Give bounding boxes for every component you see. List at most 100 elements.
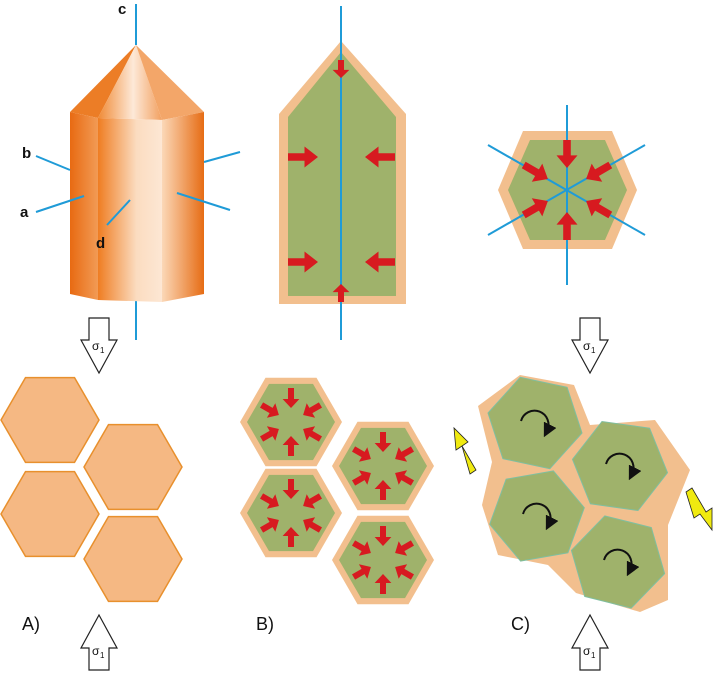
grain-b-2-arrow-6: [352, 446, 371, 462]
basal-arrows: [521, 140, 613, 240]
grain-b-4-arrow-3: [395, 564, 414, 580]
grain-c-3: [489, 470, 585, 562]
grain-b-4-arrow-6: [352, 540, 371, 556]
pyramid-face-front: [98, 45, 162, 120]
grain-c-2: [571, 420, 669, 512]
basal-arrow-5: [521, 198, 548, 219]
d-axis-label: d: [96, 235, 105, 252]
grain-b-1-arrow-4: [282, 436, 300, 456]
basal-arrow-4: [556, 212, 578, 240]
grain-b-1-arrow-2: [303, 402, 322, 418]
sigma-label: σ: [92, 339, 100, 353]
axis-line-right-lower: [176, 192, 231, 211]
grain-b-1-arrow-1: [282, 388, 300, 408]
hexagonal-crystal: c b a d: [20, 1, 241, 340]
sigma-arrow-shape: [79, 613, 119, 671]
sigma-subscript: 1: [100, 651, 105, 660]
grain-b-1-core: [247, 383, 335, 461]
sigma-label: σ: [583, 644, 591, 658]
section-arrow-right-lower: [365, 251, 395, 273]
sigma-label: σ: [92, 644, 100, 658]
panel-c-grains: [453, 375, 713, 612]
pyramid-face-right: [136, 45, 204, 120]
crystal-section-longitudinal: [279, 6, 406, 340]
grain-b-3-arrow-3: [303, 517, 322, 533]
section-arrow-top: [332, 60, 350, 78]
grain-b-3-arrow-1: [282, 479, 300, 499]
grain-b-4-core: [339, 521, 427, 599]
panel-a-grains: [0, 376, 183, 603]
section-arrow-bottom: [332, 284, 350, 302]
grain-a-top-left: [0, 376, 100, 464]
sigma-subscript: 1: [591, 346, 596, 355]
b-axis-label: b: [22, 145, 31, 162]
a-axis-line: [35, 195, 85, 213]
grain-b-3-arrow-4: [282, 527, 300, 547]
basal-axes: [487, 105, 646, 285]
grain-b-1-arrow-6: [260, 402, 279, 418]
basal-arrow-6: [521, 161, 548, 182]
c-axis-label: c: [118, 1, 126, 18]
grain-b-2-arrow-1: [374, 432, 392, 452]
basal-arrow-3: [586, 198, 613, 219]
grain-b-4-arrow-2: [395, 540, 414, 556]
grain-b-4-arrow-4: [374, 574, 392, 594]
grain-b-3-arrow-2: [303, 493, 322, 509]
grain-b-2-arrow-3: [395, 470, 414, 486]
sigma-subscript: 1: [100, 346, 105, 355]
sigma-label: σ: [583, 339, 591, 353]
grain-b-2-arrow-5: [352, 470, 371, 486]
prism-face-front: [98, 118, 162, 302]
grain-c-1-rotation-arrow: [520, 409, 557, 438]
sigma-arrow-shape: [570, 613, 610, 671]
prism-face-right: [162, 112, 204, 302]
grain-b-4-arrow-1: [374, 526, 392, 546]
grain-b-4-arrow-5: [352, 564, 371, 580]
crystal-section-basal: [487, 105, 646, 285]
grain-c-4-rotation-arrow: [603, 548, 640, 577]
prism-face-left: [70, 112, 98, 300]
b-axis-line: [35, 155, 71, 171]
pyramid-face-left: [70, 45, 136, 118]
grain-c-4: [570, 515, 666, 609]
grain-c-3-rotation-arrow: [522, 502, 559, 531]
grain-b-3-core: [247, 474, 335, 552]
basal-arrow-1: [556, 140, 578, 168]
grain-b-3-arrow-6: [260, 493, 279, 509]
grain-b-2-arrow-4: [374, 480, 392, 500]
grain-b-1-arrow-5: [260, 426, 279, 442]
panel-label-b: B): [256, 614, 274, 634]
a-axis-label: a: [20, 204, 29, 221]
section-arrow-left-upper: [288, 146, 318, 168]
sigma-subscript: 1: [591, 651, 596, 660]
grain-a-bottom-left: [0, 470, 100, 558]
grain-a-right-upper: [83, 423, 183, 511]
grain-c-2-rotation-arrow: [605, 452, 642, 481]
axis-line-right-upper: [203, 151, 241, 163]
panel-label-a: A): [22, 614, 40, 634]
section-arrows: [288, 60, 395, 302]
d-axis-line: [106, 199, 131, 226]
grain-b-1-arrow-3: [303, 426, 322, 442]
sigma-arrow-shape: [79, 317, 119, 375]
sigma-arrow-shape: [570, 317, 610, 375]
grain-b-2-core: [339, 427, 427, 505]
section-arrow-right-upper: [365, 146, 395, 168]
shear-arrow-left: [453, 426, 477, 475]
panel-b-grains: [240, 377, 434, 605]
grain-b-2-arrow-2: [395, 446, 414, 462]
grain-a-right-lower: [83, 515, 183, 603]
section-arrow-left-lower: [288, 251, 318, 273]
grain-b-3-arrow-5: [260, 517, 279, 533]
basal-arrow-2: [586, 161, 613, 182]
shear-arrow-right: [685, 487, 713, 532]
grain-c-1: [487, 376, 583, 470]
panel-label-c: C): [511, 614, 530, 634]
